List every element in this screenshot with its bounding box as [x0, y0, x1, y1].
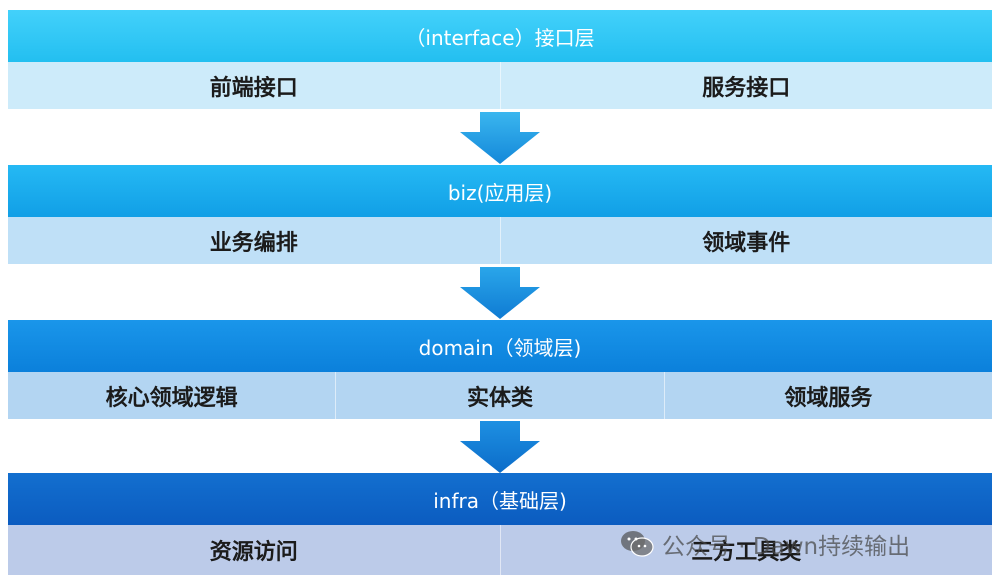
watermark-text: 公众号 · Dawn持续输出 [662, 534, 911, 560]
layer-infra-cells: 资源访问 三方工具类 [8, 525, 992, 575]
cell-third-party-tools: 三方工具类 [691, 540, 802, 565]
cell-domain-services: 领域服务 [784, 385, 873, 411]
layer-infra: infra（基础层) 资源访问 三方工具类 [8, 473, 992, 575]
layer-domain-cells: 核心领域逻辑 实体类 领域服务 [8, 372, 992, 419]
layer-interface-cells: 前端接口 服务接口 [8, 62, 992, 109]
cell-resource-access: 资源访问 [8, 525, 501, 575]
cell-business-orchestration: 业务编排 [8, 217, 501, 264]
layer-domain-title: domain（领域层) [8, 320, 992, 372]
cell-frontend-interface: 前端接口 [8, 62, 501, 109]
layer-biz-cells: 业务编排 领域事件 [8, 217, 992, 264]
layer-interface-title: （interface）接口层 [8, 10, 992, 62]
layer-interface: （interface）接口层 前端接口 服务接口 [8, 10, 992, 109]
cell-domain-events: 领域事件 [702, 230, 791, 256]
cell-core-domain-logic: 核心领域逻辑 [8, 372, 337, 419]
down-arrow-icon [460, 421, 540, 473]
layer-domain: domain（领域层) 核心领域逻辑 实体类 领域服务 [8, 320, 992, 419]
watermark: 公众号 · Dawn持续输出 [620, 527, 910, 561]
cell-entity-classes: 实体类 [336, 372, 665, 419]
down-arrow-icon [460, 267, 540, 319]
cell-service-interface: 服务接口 [702, 75, 791, 101]
layer-infra-title: infra（基础层) [8, 473, 992, 525]
down-arrow-icon [460, 112, 540, 164]
layer-biz-title: biz(应用层) [8, 165, 992, 217]
layer-biz: biz(应用层) 业务编排 领域事件 [8, 165, 992, 264]
wechat-icon [621, 531, 654, 557]
